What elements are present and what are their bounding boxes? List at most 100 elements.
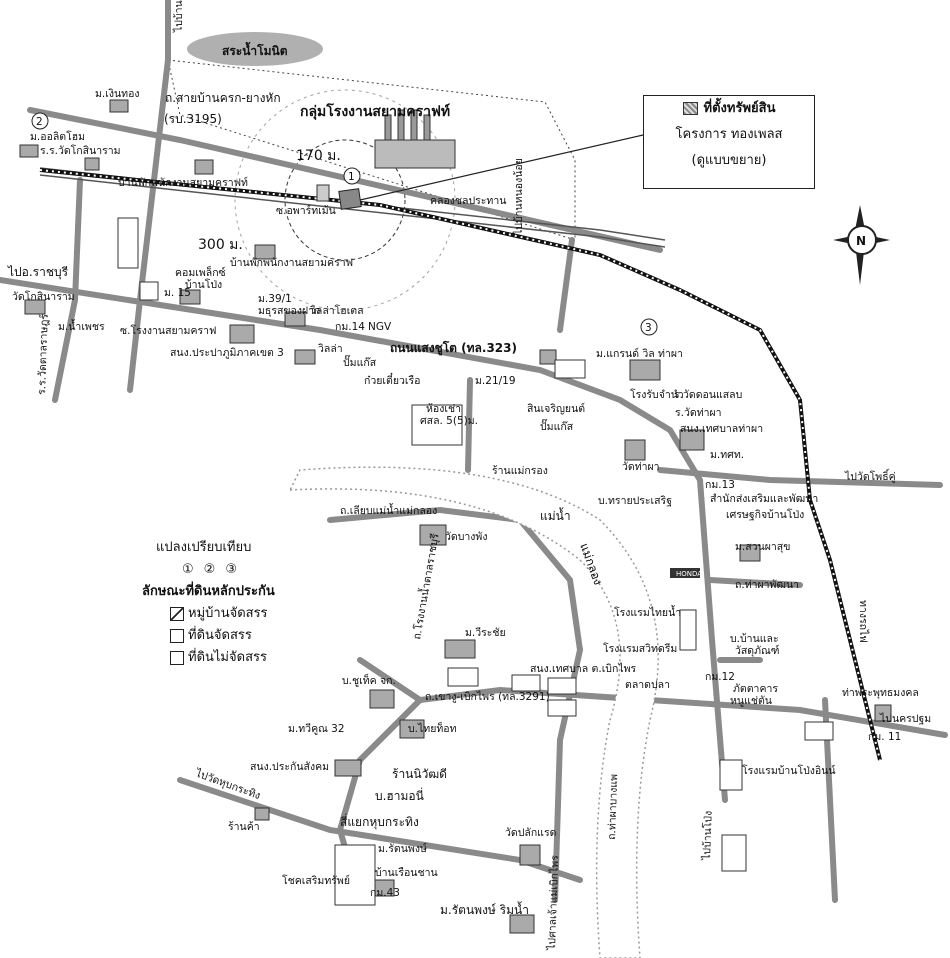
label-r-watthapha: ร.วัดท่าผา (675, 407, 722, 419)
legend-project: โครงการ ทองเพลส (675, 127, 783, 142)
label-mae-nam: แม่น้ำ (540, 507, 571, 523)
label-road-yanghak: ถ.สายบ้านครก-ยางหัก (165, 91, 281, 105)
road-kosinaram (52, 177, 83, 403)
building-icon (194, 159, 214, 175)
comparison-title: แปลงเปรียบเทียบ (156, 540, 252, 555)
road-watpho (657, 467, 943, 488)
building-icon (399, 719, 425, 739)
compass-icon: N (833, 205, 890, 285)
land-types-title: ลักษณะที่ดินหลักประกัน (142, 584, 275, 599)
subject-building (316, 184, 330, 202)
label-baan-ruen: บ้านเรือนชาน (375, 866, 438, 879)
label-snk-prakan: สนง.ประกันสังคม (250, 761, 329, 773)
land-type-2: ที่ดินจัดสรร (188, 628, 252, 643)
pond-label: สระน้ำโมนิต (222, 41, 288, 58)
label-namphet: ม.น้ำเพชร (58, 319, 105, 333)
label-rd-chaung: ถ.เขางู-เบิกไพร (ทล.3291) (425, 690, 550, 703)
marker-3[interactable] (640, 318, 658, 336)
building-icon (254, 244, 276, 260)
marker-1-label: 1 (348, 171, 355, 183)
label-si-yaek: สี่แยกหุบกระทิง (340, 813, 419, 830)
pond (187, 32, 323, 66)
label-hamoni: บ.ฮามอนี่ (375, 787, 424, 803)
label-oolit: ม.ออลิตโฮม (30, 130, 85, 143)
factory (374, 109, 456, 169)
label-pt391: ม.39/1 (258, 293, 292, 305)
label-rd-watdatkrai: ร.ร.วัดตาลราษฎร์ (35, 313, 51, 395)
label-pai-wat-pho: ไปวัดโพธิ์คู่ (844, 468, 896, 483)
land-type-row-1: หมู่บ้านจัดสรร (142, 603, 275, 625)
label-soi-aphat: ซ.อพาร์ทเม้น (276, 204, 336, 217)
label-kuaitiao: ก๋วยเตี๋ยวเรือ (364, 372, 420, 387)
label-ran-kha: ร้านค้า (228, 821, 260, 833)
road-saengchuto (0, 277, 728, 803)
label-villa-hotel: วิลล่าโฮเตล (310, 304, 364, 317)
marker-3-key: ③ (225, 562, 247, 577)
label-sukthong: มธุรสของฝาก (258, 305, 320, 317)
label-pt14: กม.14 (335, 321, 365, 333)
road-khaongu (357, 657, 948, 738)
label-wiraya: ม.วีระชัย (465, 626, 506, 639)
label-pump2: ปั๊มแก๊ส (540, 418, 574, 433)
label-pai-yanghak: ไปบ้านยางหัก (172, 0, 185, 33)
label-snk-pa: สนง.ประปาภูมิภาคเขต 3 (170, 347, 284, 359)
label-ngv: NGV (368, 321, 392, 333)
building-icon (444, 639, 476, 659)
legend-title-row: ที่ตั้งทรัพย์สิน (644, 96, 814, 122)
road-thapha (707, 577, 803, 588)
land-type-1: หมู่บ้านจัดสรร (188, 606, 268, 621)
label-pai-sala: ไปศาลเจ้าแม่เบิกไพร (545, 855, 561, 951)
land-type-row-2: ที่ดินจัดสรร (142, 625, 275, 647)
building-icon (509, 914, 535, 934)
label-hong: ห้องเช่า (426, 403, 461, 415)
label-rong-rap: โรงรับจำนำ (630, 388, 684, 401)
label-chok: โชคเสริมทรัพย์ (282, 874, 350, 887)
label-ran-niwat: ร้านนิวัฒดี (392, 767, 447, 781)
temple-icon (419, 524, 447, 546)
label-school: ร.ร.วัดโกสินาราม (40, 144, 121, 157)
label-phattakan: ภัตตาคาร (733, 683, 778, 695)
building-icon (539, 349, 557, 365)
label-wat-kosinaram: วัดโกสินาราม (12, 290, 75, 303)
label-talat: ตลาดปลา (625, 679, 670, 691)
distance-300: 300 ม. (198, 237, 243, 253)
label-sisathon: ศสล. 5(5)ม. (420, 415, 478, 427)
label-pt11: กม. 11 (868, 731, 901, 743)
label-rattana-river: ม.รัตนพงษ์ ริมน้ำ (440, 901, 529, 917)
marker-2[interactable] (31, 112, 49, 130)
label-m-grand: ม.แกรนด์ วิล ท่าผา (596, 347, 683, 360)
building-icon (294, 349, 316, 365)
pointer-line (359, 134, 644, 201)
building-icon (179, 289, 201, 305)
label-thaphao: ถ.ท่าผาพัฒนา (735, 579, 799, 591)
label-b-sai: บ.ทรายประเสริฐ (598, 495, 672, 507)
label-thanon-saeng: ถนนแสงชูโต (ทล.323) (390, 340, 517, 356)
label-b-banand: บ.บ้านและ (730, 633, 779, 645)
label-m-rattana: ม.รัตนพงษ์ (378, 842, 427, 855)
temple-icon (24, 299, 46, 315)
distance-170: 170 ม. (296, 148, 341, 164)
label-road-code: (รบ.3195) (164, 112, 222, 126)
label-sin-charoen: สินเจริญยนต์ (527, 402, 585, 415)
label-snk-teswan: สนง.เทศบาล ต.เบิกไพร (530, 662, 637, 675)
label-mtht: ม.ทศท. (710, 449, 744, 461)
hatch-swatch-icon (682, 102, 698, 115)
road-river (327, 506, 584, 903)
label-suan-pha: ม.สวนผาสุข (735, 541, 790, 553)
label-complex: คอมเพล็กซ์ (175, 265, 226, 279)
label-rd-khao: ถ.ท่าผาบางแพ (606, 774, 620, 840)
marker-1[interactable] (343, 167, 361, 185)
marker-2-label: 2 (36, 116, 43, 128)
road-hupkrathing (177, 777, 583, 883)
building-icon (679, 429, 705, 451)
label-pt13: กม.13 (705, 479, 735, 491)
subject-property[interactable] (338, 188, 362, 210)
legend-note: (ดูแบบขยาย) (691, 153, 767, 168)
road-house (465, 377, 473, 473)
factory-group-label: กลุ่มโรงงานสยามคราฟท์ (300, 102, 450, 120)
land-plots (117, 217, 834, 906)
factory-boundary (167, 59, 576, 241)
label-hotel-thai: โรงแรมไทยน้ำ (614, 605, 681, 619)
